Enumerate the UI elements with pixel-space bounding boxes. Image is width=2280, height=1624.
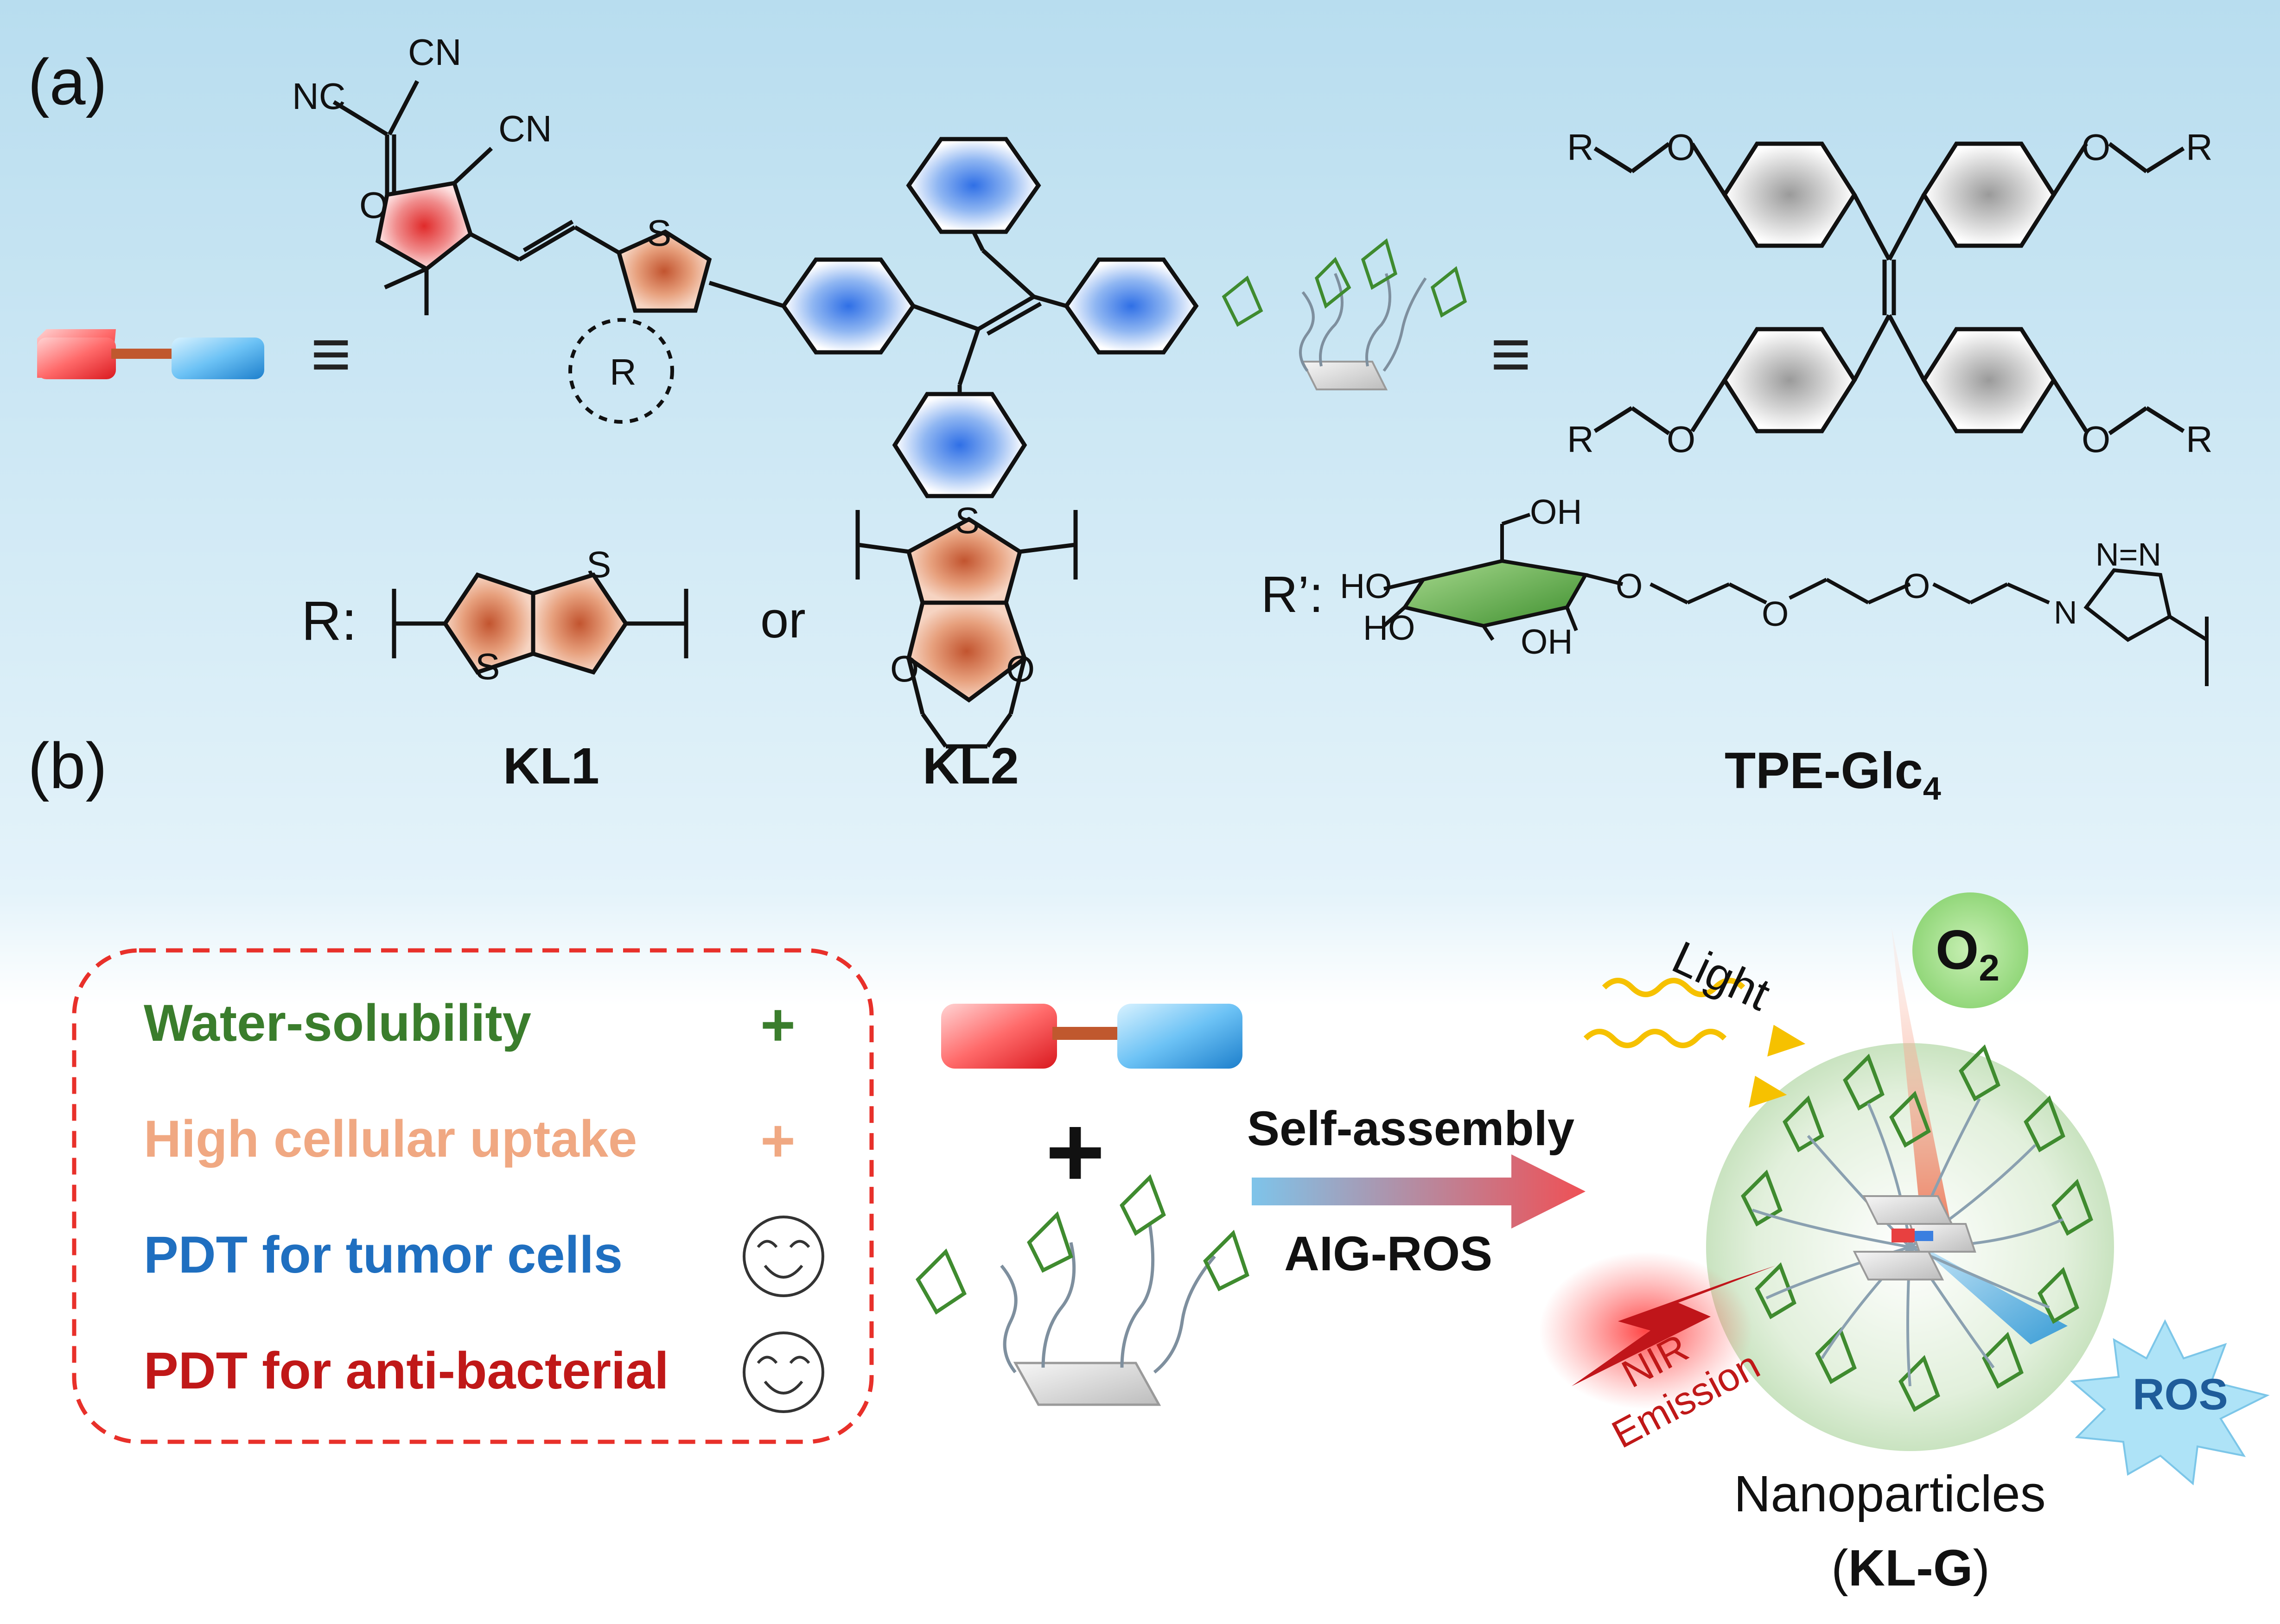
kl-g-label: (KL-G) [1831,1540,1990,1597]
kl2-s: S [955,500,980,541]
o2-label: O2 [1936,919,2000,988]
kl1-s-top: S [586,544,611,585]
kl2-structure [855,510,1078,749]
nanoparticles-label: Nanoparticles [1734,1465,2046,1522]
dye-o-label: O [359,185,388,226]
feature-pdt-tumor: PDT for tumor cells [144,1226,623,1284]
feature-cellular-uptake: High cellular uptake [144,1110,637,1168]
glucose-ring [1382,513,2209,686]
feature-pdt-antibacterial: PDT for anti-bacterial [144,1342,669,1400]
arrow-label-aig-ros: AIG-ROS [1284,1227,1492,1281]
self-assembly-arrow [1252,1154,1586,1229]
arrow-label-self-assembly: Self-assembly [1247,1102,1574,1156]
triazole-n-top: N=N [2095,536,2161,573]
o2-bubble [1912,892,2028,1008]
smiley-icon-tumor [743,1216,824,1297]
tpe-r-top-left: R [1567,127,1594,168]
tpe-structure [1593,141,2185,435]
dye-schematic-icon-b [941,1004,1242,1069]
nir-glow [1539,1252,1752,1409]
sugar-ho-2: HO [1363,608,1415,647]
ros-burst-icon [2070,1319,2270,1485]
dye-s-label: S [647,212,671,254]
tpe-o-top-left: O [1667,127,1695,168]
feature-water-solubility: Water-solubility [144,994,531,1052]
light-rays-icon [1583,978,1806,1108]
kl2-name: KL2 [923,738,1019,795]
kl1-structure [392,572,688,675]
tpe-glc-schematic-icon-b [916,1174,1249,1406]
equivalence-symbol-left: ≡ [311,315,351,393]
plus-sign: + [1045,1095,1105,1209]
tpe-glc-schematic-icon [1222,238,1467,390]
sugar-ho-1: HO [1340,567,1392,605]
feature-water-solubility-plus: + [760,991,796,1058]
sugar-oh-top: OH [1530,492,1582,531]
kl2-o-right: O [1006,648,1035,689]
dye-cn-label-right: CN [498,108,552,149]
tpe-glc-name: TPE-Glc4 [1725,742,1941,807]
kl1-name: KL1 [503,738,599,795]
linker-o-3: O [1903,567,1930,605]
linker-o-1: O [1616,567,1643,605]
dye-cn-label-top: CN [408,32,462,73]
nir-bolt-icon [1572,1266,1776,1386]
panel-a-label: (a) [28,45,107,118]
kl2-o-left: O [890,648,919,689]
ros-label: ROS [2133,1370,2228,1419]
panel-b-label: (b) [28,729,107,802]
or-text: or [760,592,806,649]
features-box [72,948,874,1444]
dye-nc-label: NC [292,76,346,117]
triazole-n-left: N [2054,594,2077,630]
tpe-r-top-right: R [2186,127,2213,168]
tpe-r-bottom-left: R [1567,419,1594,460]
tpe-r-bottom-right: R [2186,419,2213,460]
tpe-o-top-right: O [2082,127,2110,168]
nanoparticle [1706,927,2114,1451]
kl1-s-bottom: S [475,646,500,687]
sugar-oh-bottom: OH [1521,622,1573,661]
tpe-o-bottom-right: O [2082,419,2110,460]
feature-cellular-uptake-plus: + [760,1107,796,1174]
r-group-placeholder [568,318,674,424]
dye-r-label: R [610,351,637,393]
linker-o-2: O [1762,594,1789,633]
equivalence-symbol-right: ≡ [1490,315,1531,393]
tpe-o-bottom-left: O [1667,419,1695,460]
r-prefix: R: [301,590,357,652]
rprime-prefix: R’: [1261,566,1323,623]
dye-structure [332,80,1199,498]
smiley-icon-antibacterial [743,1331,824,1413]
dye-schematic-icon [37,329,264,379]
